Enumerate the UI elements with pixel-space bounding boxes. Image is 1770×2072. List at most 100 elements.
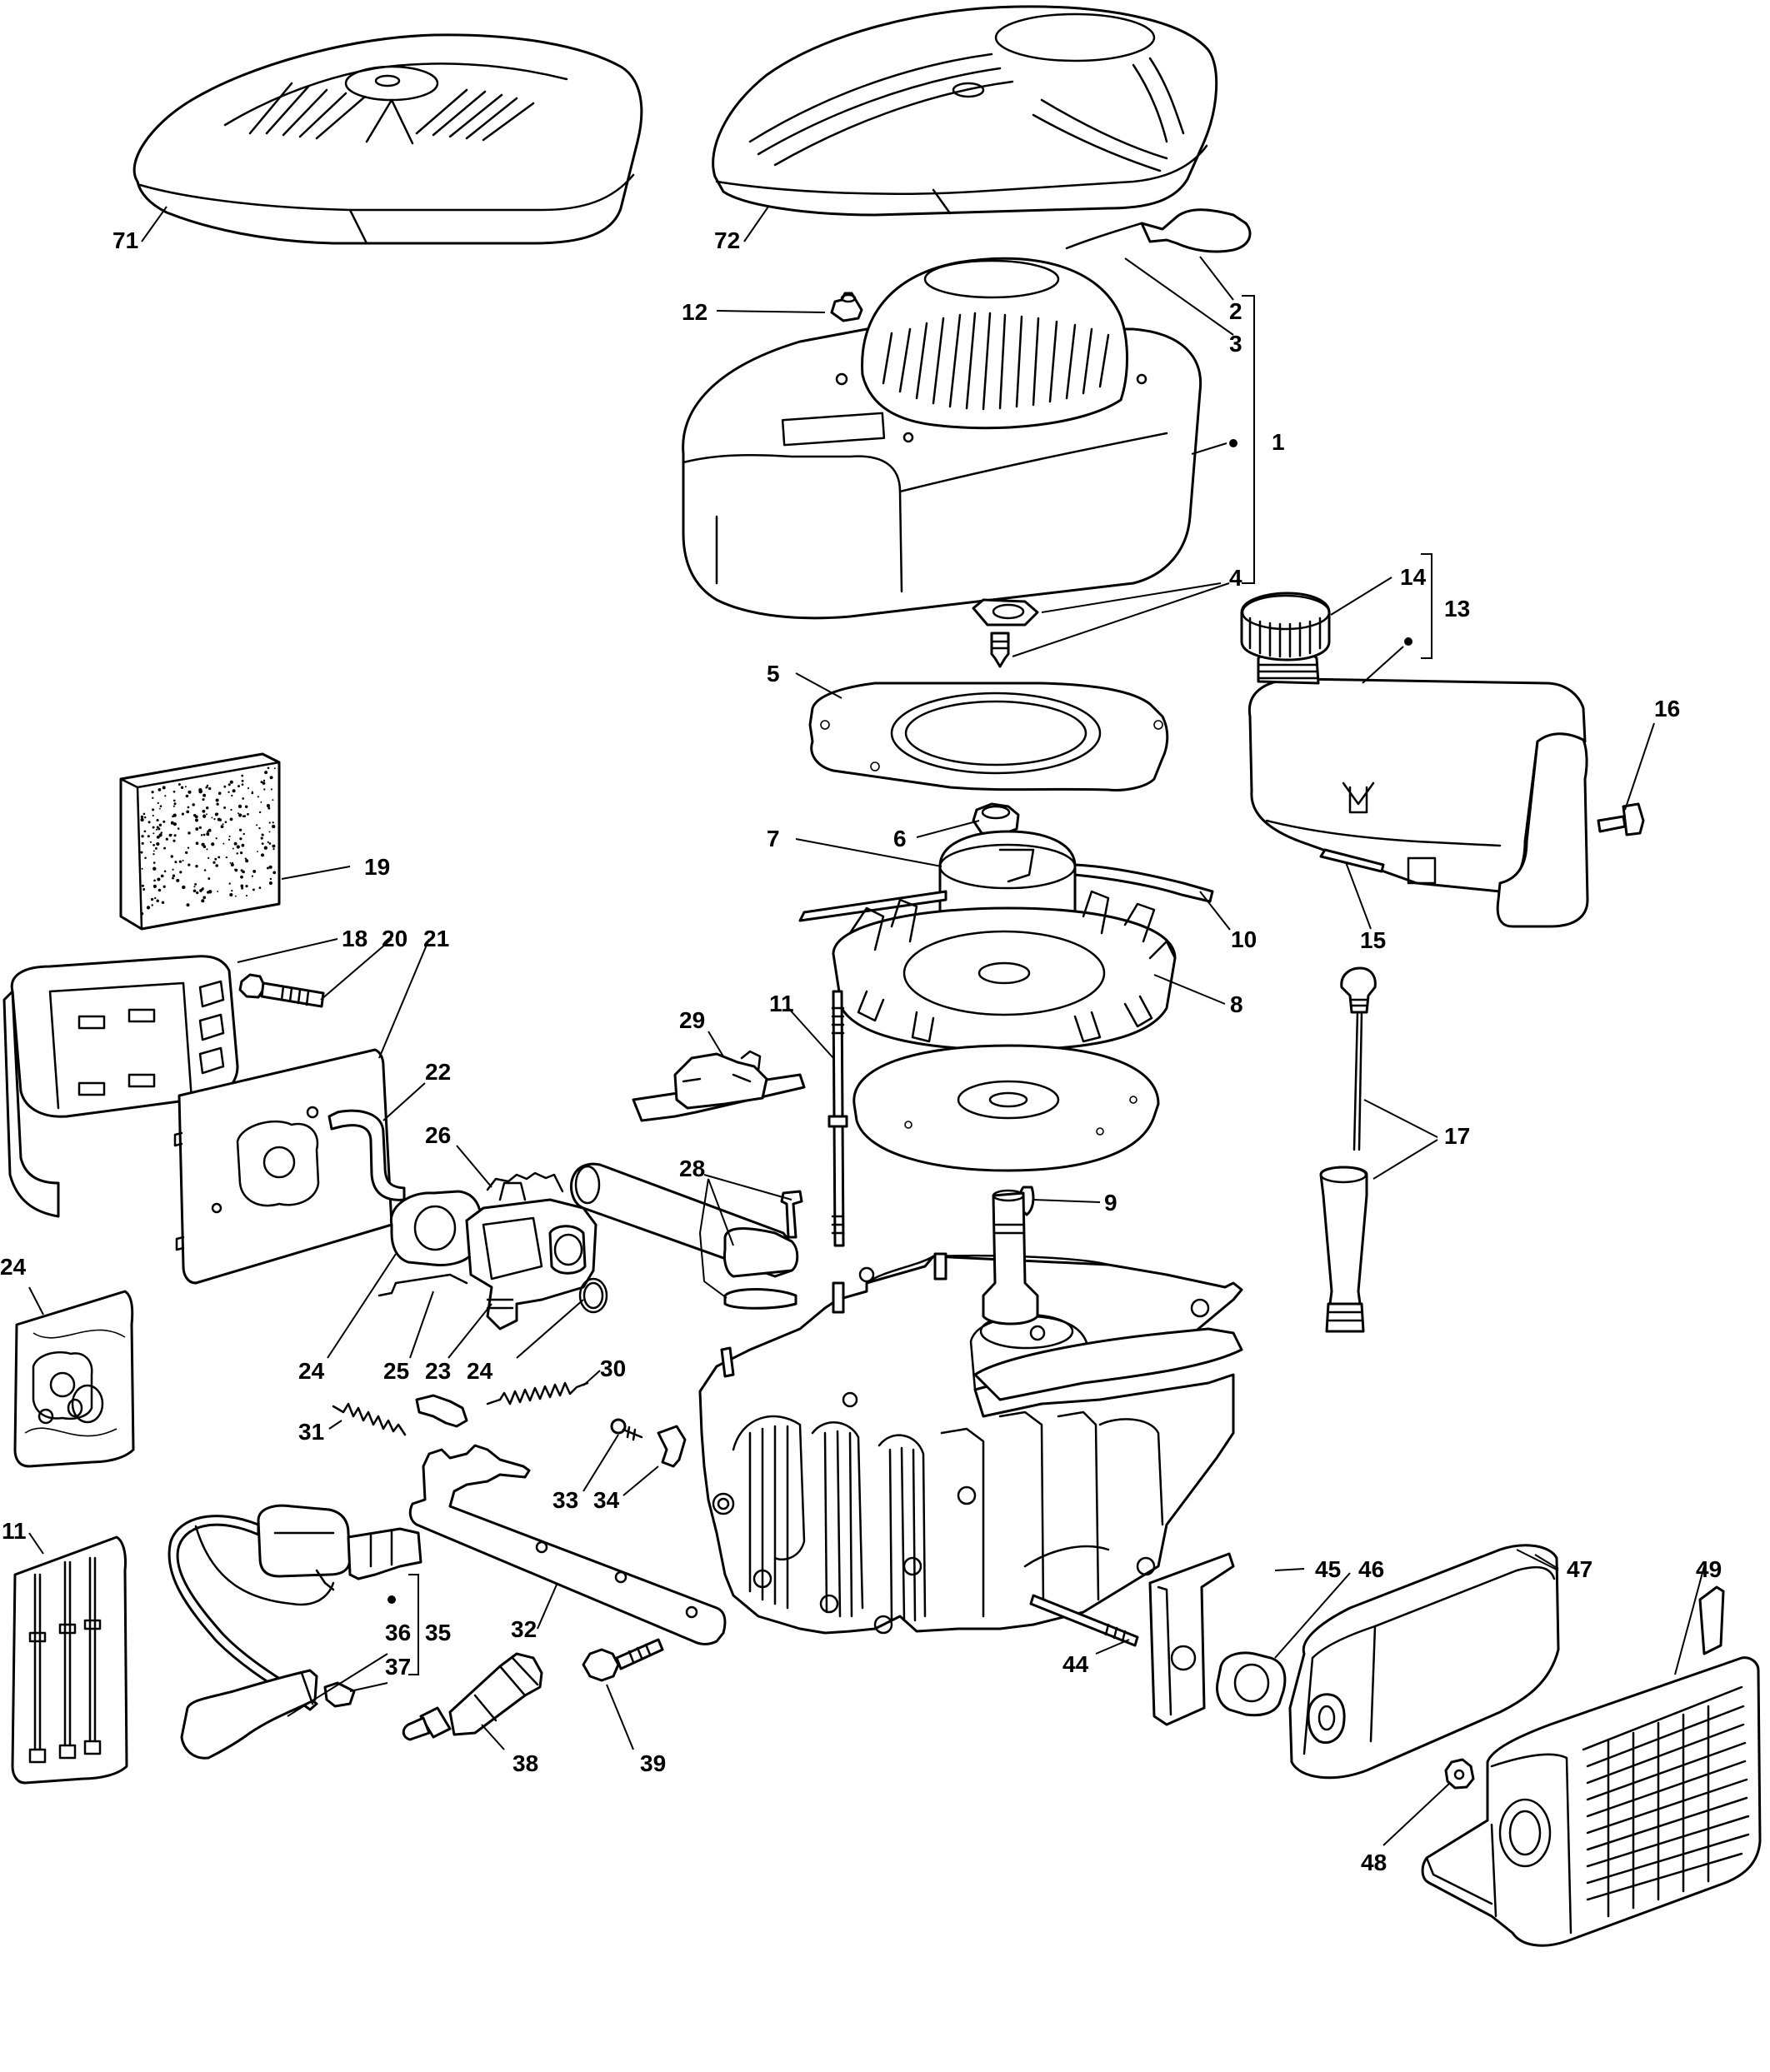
foam-speckle: [140, 851, 143, 854]
foam-speckle: [222, 823, 224, 826]
foam-speckle: [229, 780, 233, 784]
foam-speckle: [158, 833, 162, 837]
foam-speckle: [152, 884, 157, 888]
foam-speckle: [217, 890, 219, 892]
foam-speckle: [158, 823, 162, 827]
foam-speckle: [251, 875, 253, 877]
foam-speckle: [215, 864, 219, 867]
foam-speckle: [240, 884, 244, 888]
foam-speckle: [195, 827, 199, 831]
foam-speckle: [231, 889, 233, 892]
screw-33: [610, 1418, 643, 1441]
foam-speckle: [236, 852, 238, 855]
foam-speckle: [225, 856, 228, 859]
callout-34: 34: [593, 1487, 620, 1513]
callout-30: 30: [600, 1356, 626, 1381]
foam-speckle: [272, 871, 277, 875]
foam-speckle: [152, 832, 155, 835]
foam-speckle: [215, 837, 218, 840]
foam-speckle: [261, 842, 264, 846]
engine-cover-71: [132, 33, 643, 245]
foam-speckle: [141, 835, 144, 838]
foam-speckle: [260, 801, 262, 803]
foam-speckle: [267, 841, 269, 843]
callout-3: 3: [1229, 331, 1242, 357]
fuel-cap-14: [1240, 592, 1331, 662]
foam-speckle: [156, 841, 160, 846]
flywheel-8: [832, 890, 1177, 1172]
foam-speckle: [242, 832, 245, 836]
foam-speckle: [178, 783, 181, 786]
callout-25: 25: [383, 1358, 409, 1384]
foam-speckle: [208, 786, 212, 791]
foam-speckle: [239, 851, 243, 855]
foam-speckle: [260, 836, 263, 840]
bracket-29: [632, 1050, 806, 1122]
foam-speckle: [269, 877, 272, 881]
pin-15: [1319, 848, 1385, 873]
foam-speckle: [154, 846, 158, 850]
foam-speckle: [192, 803, 195, 806]
foam-speckle: [257, 851, 258, 853]
foam-speckle: [229, 861, 232, 864]
foam-speckle: [193, 814, 197, 817]
foam-speckle: [188, 831, 191, 835]
foam-speckle: [172, 874, 176, 877]
foam-speckle: [157, 801, 159, 805]
foam-speckle: [258, 826, 261, 830]
foam-speckle: [212, 861, 216, 864]
foam-speckle: [202, 793, 207, 797]
callout-18: 18: [342, 926, 368, 951]
foam-speckle: [217, 812, 219, 815]
intake-pipe-28: [570, 1162, 803, 1310]
foam-speckle: [268, 831, 271, 833]
callout-20: 20: [382, 926, 408, 951]
foam-speckle: [256, 824, 258, 826]
foam-speckle: [252, 869, 257, 873]
foam-speckle: [222, 842, 225, 845]
foam-speckle: [206, 784, 209, 787]
foam-speckles: [140, 766, 277, 916]
dipstick-17: [1340, 966, 1377, 1151]
carburetor-23: [465, 1181, 598, 1331]
foam-speckle: [142, 889, 145, 891]
foam-speckle: [247, 812, 249, 816]
callout-32: 32: [511, 1616, 537, 1642]
callout-48: 48: [1361, 1850, 1387, 1875]
callout-44: 44: [1062, 1651, 1089, 1677]
foam-speckle: [263, 846, 268, 850]
foam-speckle: [272, 844, 276, 848]
foam-speckle: [162, 786, 166, 790]
filter-base-plate-21: [173, 1048, 393, 1285]
callout-7: 7: [767, 826, 780, 851]
foam-speckle: [151, 791, 154, 794]
foam-speckle: [268, 806, 271, 810]
foam-speckle: [240, 875, 243, 879]
foam-speckle: [217, 817, 221, 821]
bolt-39: [582, 1638, 664, 1682]
foam-speckle: [266, 866, 269, 870]
foam-speckle: [228, 835, 231, 837]
callout-24-gasket: 24: [298, 1358, 325, 1384]
foam-speckle: [244, 805, 248, 809]
foam-speckle: [232, 847, 234, 850]
callout-37: 37: [385, 1654, 411, 1680]
foam-speckle: [163, 870, 167, 873]
foam-speckle: [151, 904, 153, 906]
foam-speckle: [203, 869, 207, 871]
foam-speckle: [195, 841, 199, 846]
callout-39: 39: [640, 1750, 666, 1776]
foam-speckle: [159, 807, 161, 810]
foam-speckle: [150, 897, 154, 901]
callout-49: 49: [1696, 1556, 1722, 1582]
foam-speckle: [245, 859, 249, 863]
engine-block: [698, 1189, 1243, 1635]
foam-speckle: [214, 857, 218, 861]
foam-speckle: [172, 868, 174, 871]
foam-speckle: [223, 785, 227, 788]
flywheel-nut-6: [972, 802, 1020, 836]
foam-speckle: [146, 906, 151, 910]
foam-speckle: [239, 837, 242, 841]
muffler-nut-48: [1444, 1758, 1475, 1790]
foam-speckle: [156, 835, 160, 839]
